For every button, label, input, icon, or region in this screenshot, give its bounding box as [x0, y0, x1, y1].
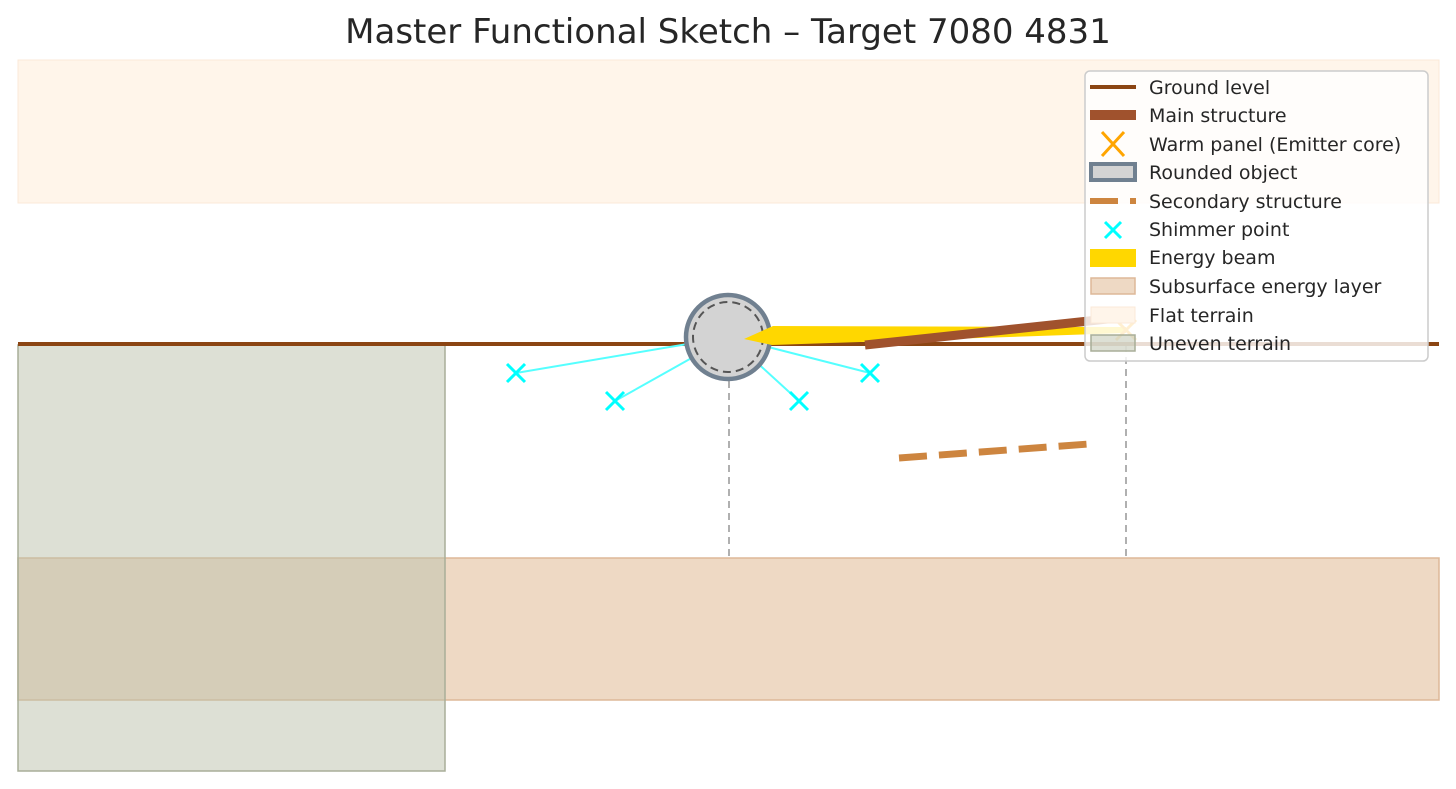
shimmer-point-1 [505, 362, 527, 384]
legend-label-subsurface: Subsurface energy layer [1149, 276, 1382, 298]
legend-label-warm: Warm panel (Emitter core) [1149, 134, 1401, 156]
legend-swatch-uneven [1090, 334, 1136, 352]
diagram-title: Master Functional Sketch – Target 7080 4… [345, 12, 1111, 52]
uneven-terrain-region [17, 344, 446, 772]
legend: Ground level Main structure Warm panel (… [1084, 70, 1429, 362]
main-structure [864, 312, 1127, 350]
secondary-structure [898, 440, 1090, 462]
legend-swatch-rounded [1089, 162, 1137, 182]
legend-swatch-warm [1100, 130, 1126, 158]
shimmer-point-2 [604, 390, 626, 412]
legend-label-flat: Flat terrain [1149, 305, 1254, 327]
legend-box [1084, 70, 1429, 362]
legend-label-rounded: Rounded object [1149, 162, 1297, 184]
legend-swatch-main [1090, 110, 1136, 120]
legend-swatch-beam [1090, 249, 1136, 267]
legend-label-ground: Ground level [1149, 77, 1270, 99]
legend-label-shimmer: Shimmer point [1149, 219, 1289, 241]
legend-label-uneven: Uneven terrain [1149, 333, 1291, 355]
shimmer-point-3 [788, 390, 810, 412]
legend-label-beam: Energy beam [1149, 247, 1275, 269]
shimmer-point-4 [859, 362, 881, 384]
legend-swatch-flat [1090, 306, 1136, 324]
legend-label-main: Main structure [1149, 105, 1287, 127]
legend-label-secondary: Secondary structure [1149, 191, 1342, 213]
legend-swatch-shimmer [1103, 220, 1123, 240]
legend-swatch-subsurface [1090, 277, 1136, 295]
